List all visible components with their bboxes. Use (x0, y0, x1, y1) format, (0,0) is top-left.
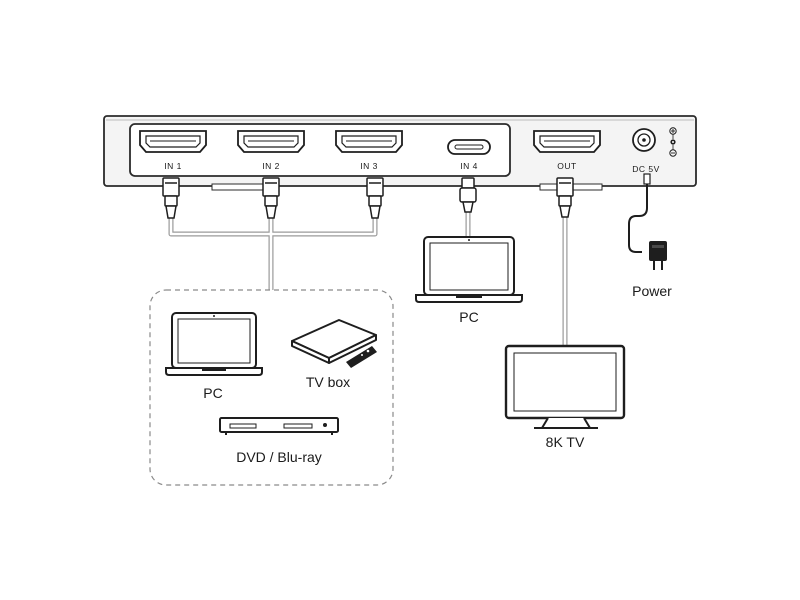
hdmi-plug-in2 (262, 177, 280, 219)
hdmi-switch-body (103, 115, 697, 191)
tv-box-icon (291, 319, 377, 364)
polarity-icon (669, 127, 677, 157)
input-panel (129, 123, 511, 177)
power-label: Power (632, 283, 672, 299)
port-label-out: OUT (557, 161, 576, 171)
usb-c-port-in4 (447, 139, 491, 155)
port-label-in3: IN 3 (360, 161, 378, 171)
power-cable (628, 173, 651, 253)
dc-power-jack (632, 128, 656, 152)
source-pc-label: PC (203, 385, 222, 401)
tv-icon (504, 344, 626, 429)
laptop-usbc-icon (415, 236, 523, 303)
hdmi-plug-out (556, 177, 574, 218)
source-laptop-icon (165, 312, 263, 376)
tv-label: 8K TV (546, 434, 585, 450)
dvd-player-icon (219, 417, 339, 435)
tv-box-label: TV box (306, 374, 350, 390)
dvd-label: DVD / Blu-ray (236, 449, 322, 465)
hdmi-port-out (533, 130, 601, 153)
power-adapter-icon (649, 241, 667, 270)
usb-c-plug-in4 (459, 177, 477, 213)
source-devices-group (149, 289, 394, 486)
cable-fill (169, 212, 567, 346)
laptop-usbc-label: PC (459, 309, 478, 325)
hdmi-plug-in1 (162, 177, 180, 219)
hdmi-port-in1 (139, 130, 207, 153)
port-label-in1: IN 1 (164, 161, 182, 171)
hdmi-port-in2 (237, 130, 305, 153)
remote-control-icon (346, 346, 377, 368)
hdmi-plug-in3 (366, 177, 384, 219)
port-label-dc: DC 5V (632, 164, 660, 174)
hdmi-port-in3 (335, 130, 403, 153)
port-label-in2: IN 2 (262, 161, 280, 171)
port-label-in4: IN 4 (460, 161, 478, 171)
